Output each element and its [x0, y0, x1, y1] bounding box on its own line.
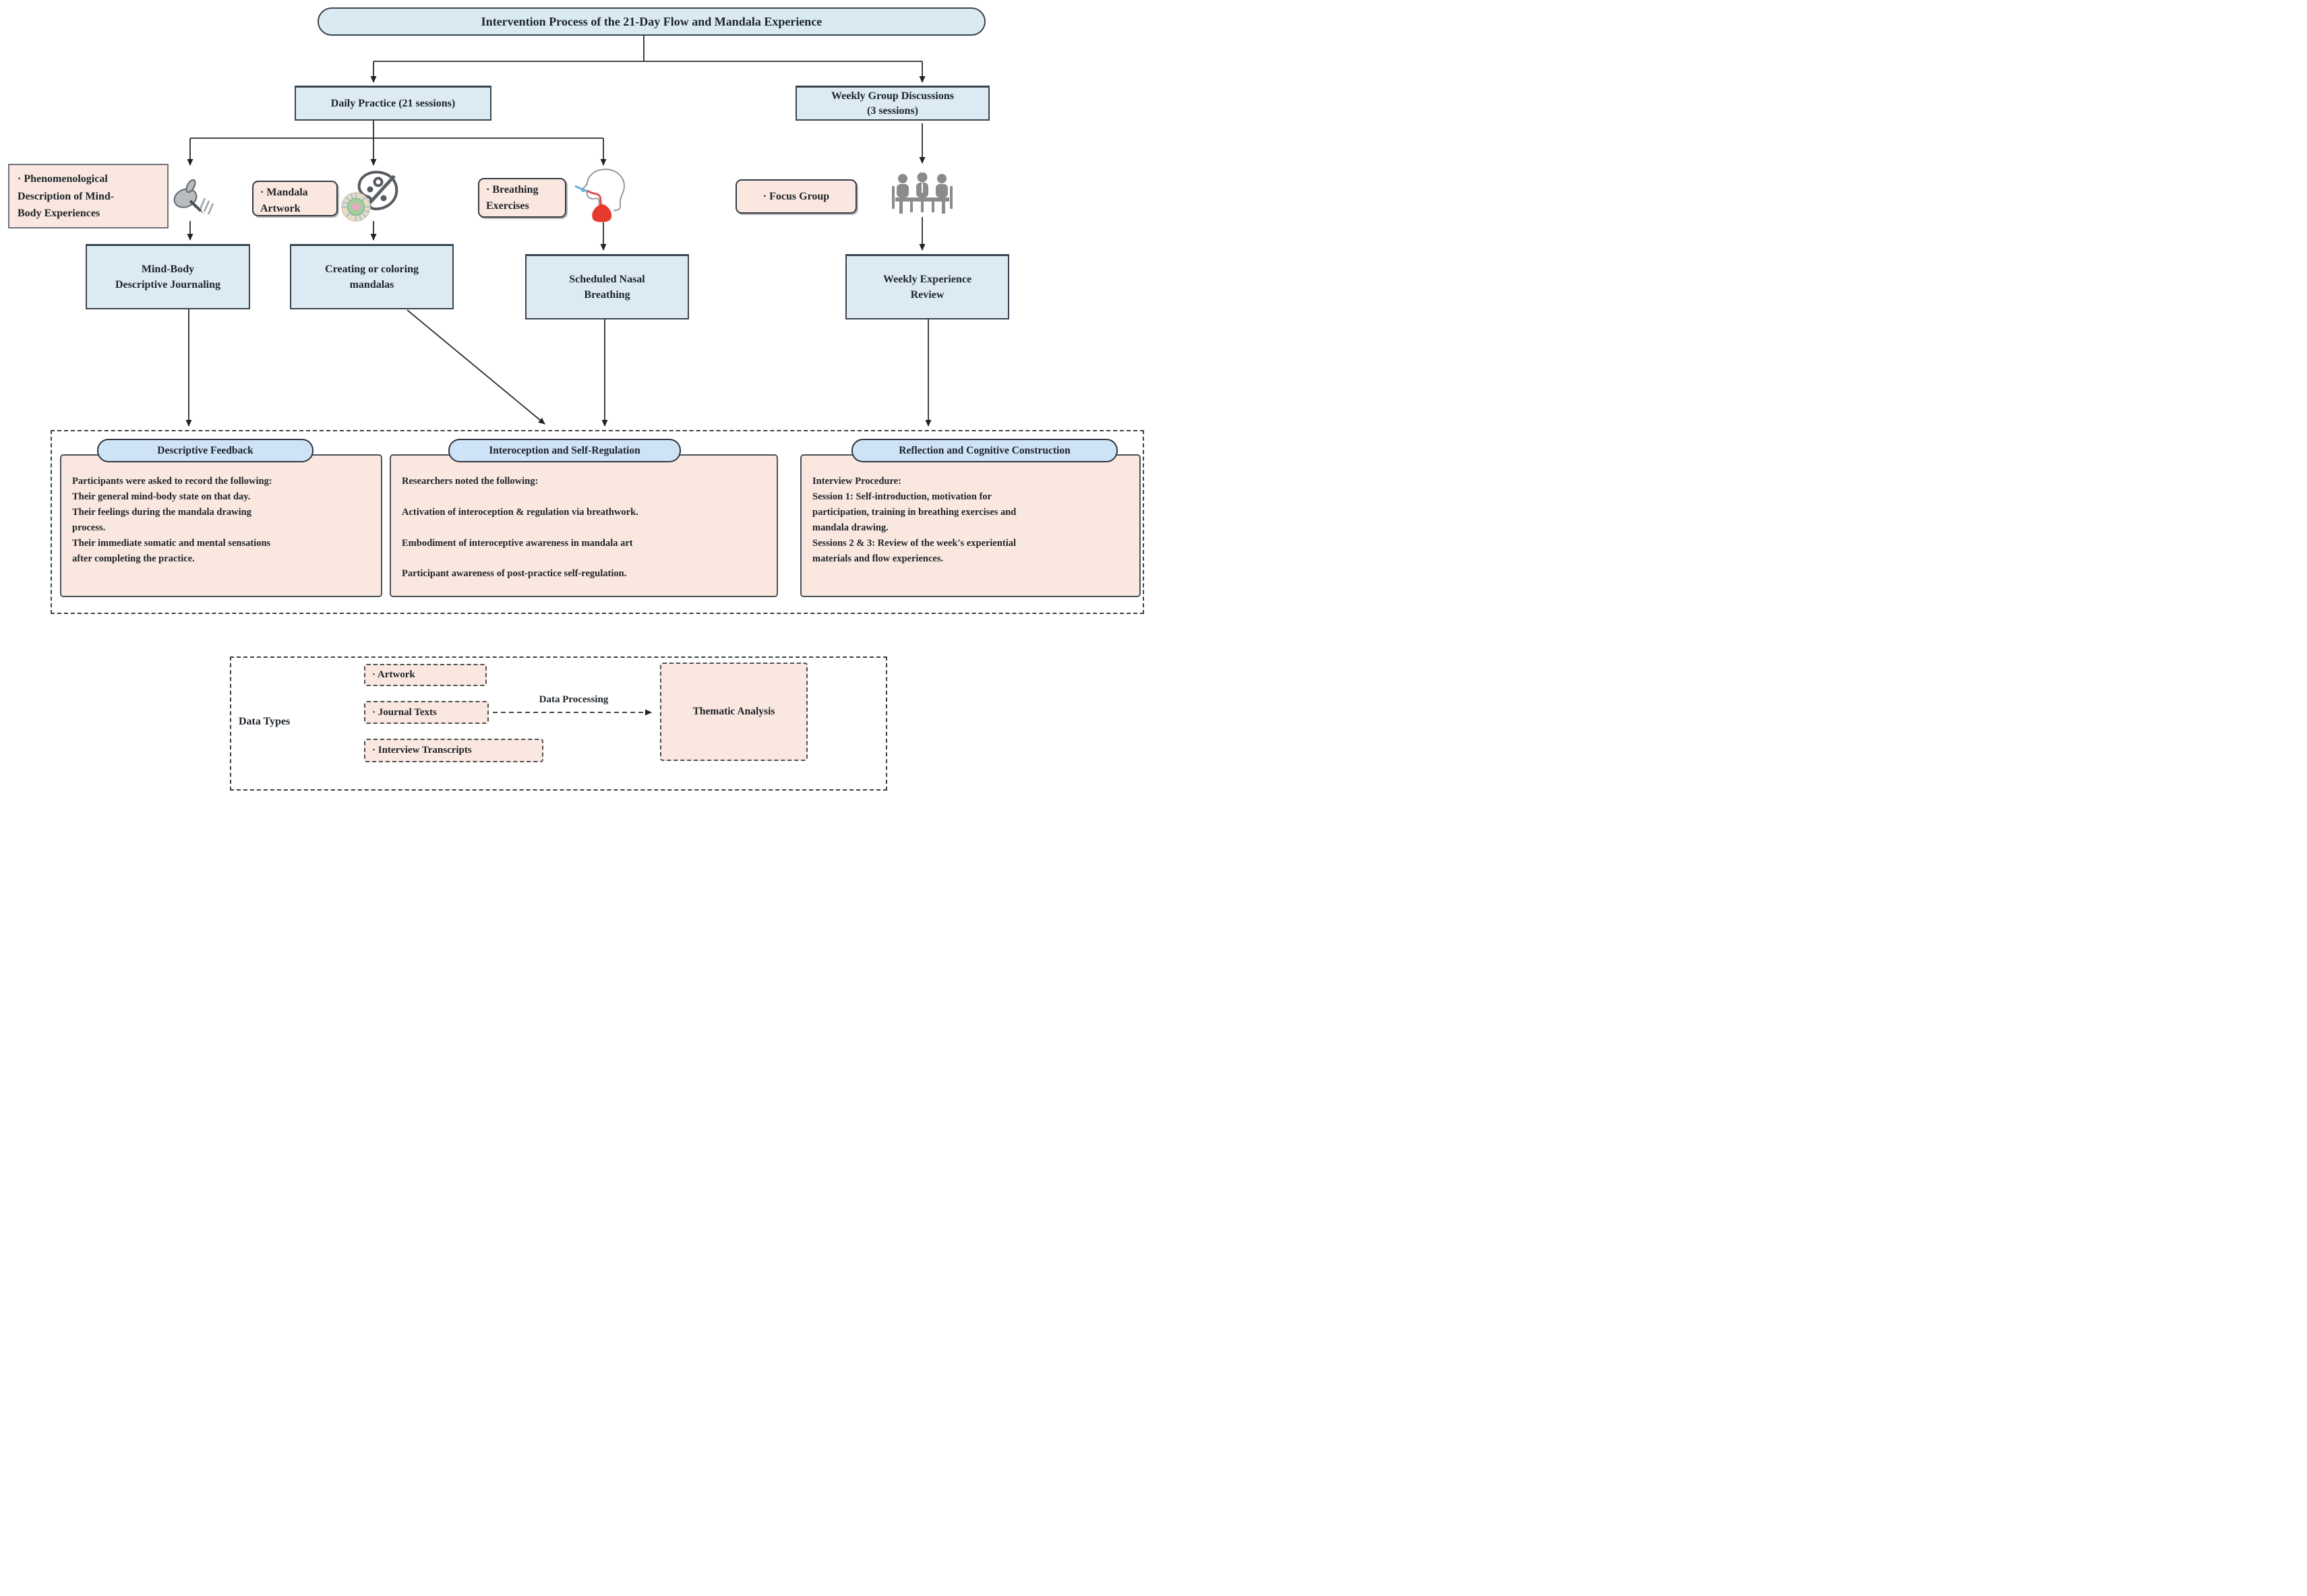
interoception-panel: Researchers noted the following: Activat…	[390, 454, 778, 597]
interview-transcripts-item: · Interview Transcripts	[364, 739, 543, 762]
results-container	[51, 430, 1144, 614]
scheduled-nasal-breathing-box: Scheduled Nasal Breathing	[525, 254, 689, 319]
focus-group-icon	[891, 172, 953, 216]
descriptive-feedback-pill: Descriptive Feedback	[97, 439, 313, 462]
flowchart-canvas: Intervention Process of the 21-Day Flow …	[0, 0, 1154, 798]
arrow-creating-to-interoception	[407, 309, 545, 425]
nasal-breathing-icon	[573, 167, 635, 224]
thematic-analysis-box: Thematic Analysis	[660, 663, 808, 761]
reflection-panel: Interview Procedure: Session 1: Self-int…	[800, 454, 1141, 597]
weekly-group-box: Weekly Group Discussions (3 sessions)	[796, 86, 990, 121]
data-types-container	[230, 656, 887, 791]
breathing-exercises-label: · Breathing Exercises	[478, 178, 566, 218]
diagram-title: Intervention Process of the 21-Day Flow …	[318, 7, 986, 36]
weekly-experience-review-box: Weekly Experience Review	[845, 254, 1009, 319]
data-types-label: Data Types	[239, 716, 291, 727]
creating-mandalas-box: Creating or coloring mandalas	[290, 244, 454, 309]
focus-group-label: · Focus Group	[736, 179, 857, 214]
mind-body-journaling-box: Mind-Body Descriptive Journaling	[86, 244, 250, 309]
daily-practice-box: Daily Practice (21 sessions)	[295, 86, 491, 121]
journal-texts-item: · Journal Texts	[364, 701, 489, 724]
descriptive-feedback-panel: Participants were asked to record the fo…	[60, 454, 382, 597]
writing-hand-icon	[167, 173, 216, 226]
mandala-artwork-label: · Mandala Artwork	[252, 181, 338, 216]
artwork-item: · Artwork	[364, 664, 487, 686]
data-processing-label: Data Processing	[539, 694, 609, 705]
reflection-pill: Reflection and Cognitive Construction	[851, 439, 1118, 462]
phenomenological-label: · Phenomenological Description of Mind- …	[8, 164, 169, 228]
interoception-pill: Interoception and Self-Regulation	[448, 439, 681, 462]
mandala-palette-icon	[340, 168, 405, 224]
